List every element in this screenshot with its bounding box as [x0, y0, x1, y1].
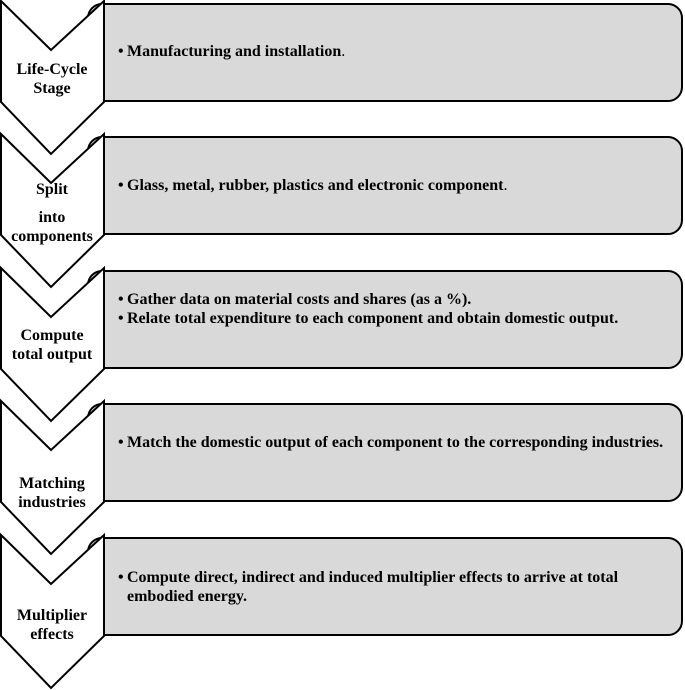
bullet-dot: •: [118, 43, 124, 60]
stage-4-chevron: [0, 398, 105, 556]
bullet-text: Gather data on material costs and shares…: [127, 291, 472, 308]
stage-3-text: •Gather data on material costs and share…: [118, 290, 678, 328]
stage-3-label: Compute total output: [0, 326, 104, 364]
bullet-dot: •: [118, 569, 124, 586]
stage-1-label-line: Stage: [33, 80, 71, 97]
stage-5-label-line: effects: [30, 626, 74, 643]
stage-3-chevron: [0, 265, 105, 423]
bullet-item: •Manufacturing and installation.: [118, 42, 678, 61]
bullet-text: Relate total expenditure to each compone…: [127, 310, 619, 327]
stage-4-label-line: industries: [18, 494, 86, 511]
stage-4-text: •Match the domestic output of each compo…: [118, 433, 678, 452]
stage-2-label-line: Split: [35, 181, 68, 198]
stage-2-label-line: components: [11, 228, 93, 245]
stage-2-label: Split into components: [0, 180, 104, 246]
bullet-item: •Match the domestic output of each compo…: [118, 433, 678, 452]
bullet-dot: •: [118, 310, 124, 327]
stage-1-chevron: [0, 0, 105, 156]
stage-4-label-line: Matching: [19, 475, 85, 492]
stage-5-label: Multiplier effects: [0, 606, 104, 644]
bullet-item: •Glass, metal, rubber, plastics and elec…: [118, 176, 678, 195]
bullet-dot: •: [118, 177, 124, 194]
stage-2-label-line: into: [38, 209, 66, 226]
bullet-dot: •: [118, 291, 124, 308]
bullet-text: Glass, metal, rubber, plastics and elect…: [127, 177, 504, 194]
bullet-item: •Compute direct, indirect and induced mu…: [118, 568, 678, 606]
bullet-end: .: [341, 43, 346, 60]
stage-5-chevron: [0, 532, 105, 690]
stage-4-label: Matching industries: [0, 474, 104, 512]
bullet-text: Match the domestic output of each compon…: [127, 434, 664, 451]
stage-1-text: •Manufacturing and installation.: [118, 42, 678, 61]
stage-3-label-line: Compute: [20, 327, 84, 344]
bullet-end: .: [503, 177, 508, 194]
bullet-dot: •: [118, 434, 124, 451]
bullet-text: Manufacturing and installation: [127, 43, 342, 60]
stage-5-label-line: Multiplier: [16, 607, 88, 624]
stage-1-label-line: Life-Cycle: [16, 61, 88, 78]
bullet-item: •Relate total expenditure to each compon…: [118, 309, 678, 328]
stage-2-chevron: [0, 131, 105, 289]
stage-1-label: Life-Cycle Stage: [0, 60, 104, 98]
stage-2-text: •Glass, metal, rubber, plastics and elec…: [118, 176, 678, 195]
stage-3-label-line: total output: [11, 346, 93, 363]
stage-5-text: •Compute direct, indirect and induced mu…: [118, 568, 678, 606]
bullet-item: •Gather data on material costs and share…: [118, 290, 678, 309]
stage-4-box: [87, 403, 683, 502]
bullet-text: Compute direct, indirect and induced mul…: [127, 569, 619, 605]
